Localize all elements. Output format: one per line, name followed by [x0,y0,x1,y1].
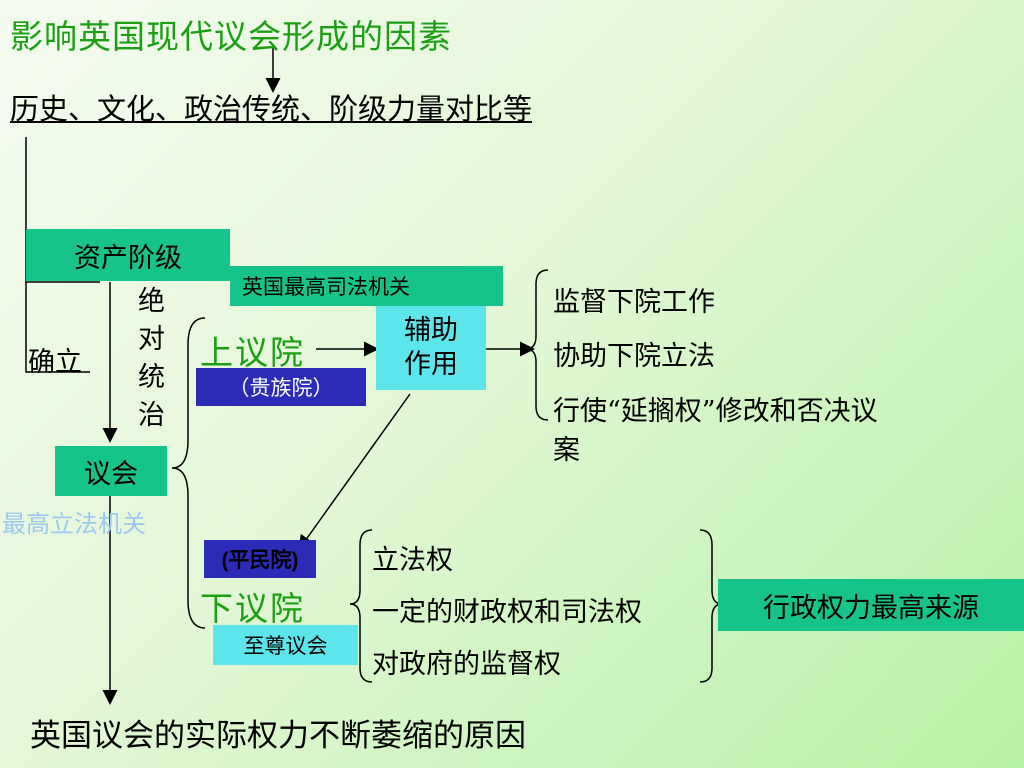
upper-house-label: 上议院 [200,333,305,372]
power-supervision: 对政府的监督权 [372,649,561,680]
conclusion-text: 英国议会的实际权力不断萎缩的原因 [30,718,526,754]
role-delay-power-cont: 案 [553,435,580,466]
absolute-rule-char: 绝 [138,286,165,317]
executive-source-box: 行政权力最高来源 [718,579,1024,631]
supreme-parliament-box: 至尊议会 [213,625,358,665]
assist-box: 辅助 作用 [376,306,486,390]
lower-house-label: 下议院 [200,589,305,628]
factors-text: 历史、文化、政治传统、阶级力量对比等 [10,92,533,126]
highest-legislature-text: 最高立法机关 [2,510,146,538]
upper-house-alias-box: （贵族院） [196,368,366,406]
judicial-box: 英国最高司法机关 [230,266,503,306]
role-delay-power: 行使“延搁权”修改和否决议 [553,396,878,427]
role-assist-legislation: 协助下院立法 [553,341,715,372]
absolute-rule-char: 对 [138,324,165,355]
bourgeoisie-box: 资产阶级 [26,229,230,281]
power-legislative: 立法权 [372,545,453,576]
parliament-box: 议会 [55,446,167,496]
powers-brace-left [349,529,373,683]
absolute-rule-char: 治 [138,400,165,431]
power-financial-judicial: 一定的财政权和司法权 [372,597,642,628]
assist-box-line: 辅助 [404,315,458,346]
factors-to-establish-line [25,137,90,373]
page-title: 影响英国现代议会形成的因素 [10,17,452,56]
establish-text: 确立 [28,347,82,378]
assist-box-line: 作用 [404,349,458,380]
houses-brace [171,317,206,629]
lower-house-alias-box: (平民院) [204,540,316,578]
absolute-rule-char: 统 [138,362,165,393]
role-supervise: 监督下院工作 [553,287,715,318]
assist-to-lower-arrow [298,393,411,551]
lower-house-alias-text: (平民院) [221,549,299,572]
roles-brace [525,269,549,421]
absolute-rule-text: 绝 对 统 治 [138,283,172,435]
